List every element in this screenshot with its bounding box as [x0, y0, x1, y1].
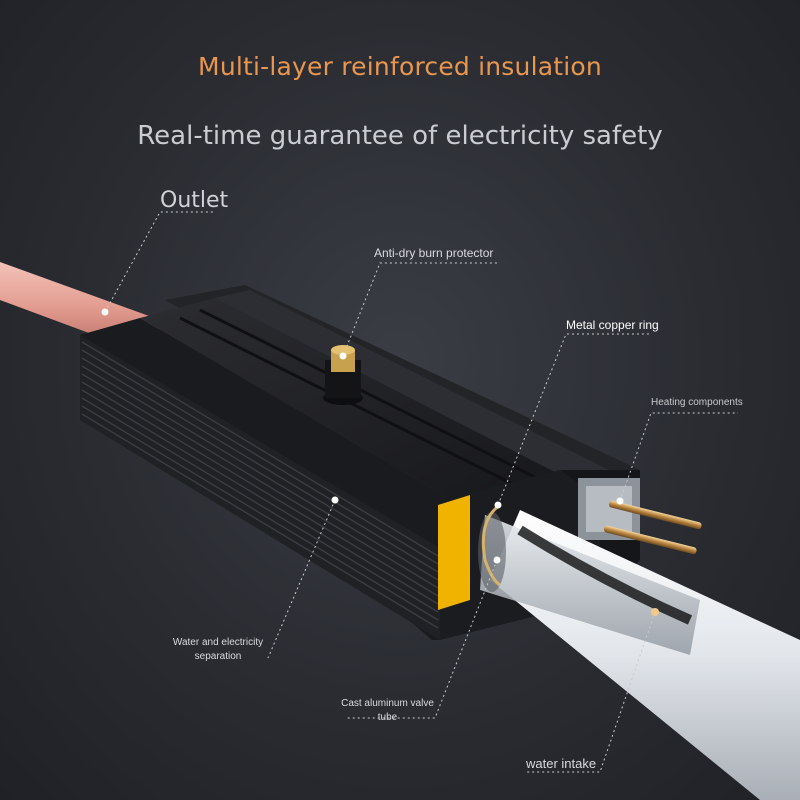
headline-primary: Multi-layer reinforced insulation [198, 52, 602, 81]
cooling-fins [81, 341, 439, 629]
callout-dots [101, 308, 659, 616]
callout-anti-dry-burn-protector: Anti-dry burn protector [374, 246, 494, 260]
callout-heating-components: Heating components [651, 397, 743, 408]
copper-ring [481, 503, 501, 587]
callout-water-intake: water intake [526, 756, 597, 771]
headline-secondary: Real-time guarantee of electricity safet… [137, 121, 663, 151]
callout-outlet: Outlet [160, 188, 229, 213]
callout-metal-copper-ring: Metal copper ring [566, 318, 659, 332]
heating-components [578, 478, 702, 555]
housing [80, 285, 640, 640]
callout-cast-aluminum-valve-tube: Cast aluminum valve tube [341, 698, 434, 723]
callout-water-electricity-separation: Water and electricity separation [172, 637, 264, 662]
callout-leaders [104, 211, 738, 773]
insulation-pad [438, 495, 470, 610]
anti-dry-burn-protector [323, 345, 363, 405]
water-intake-pipe [478, 503, 800, 800]
